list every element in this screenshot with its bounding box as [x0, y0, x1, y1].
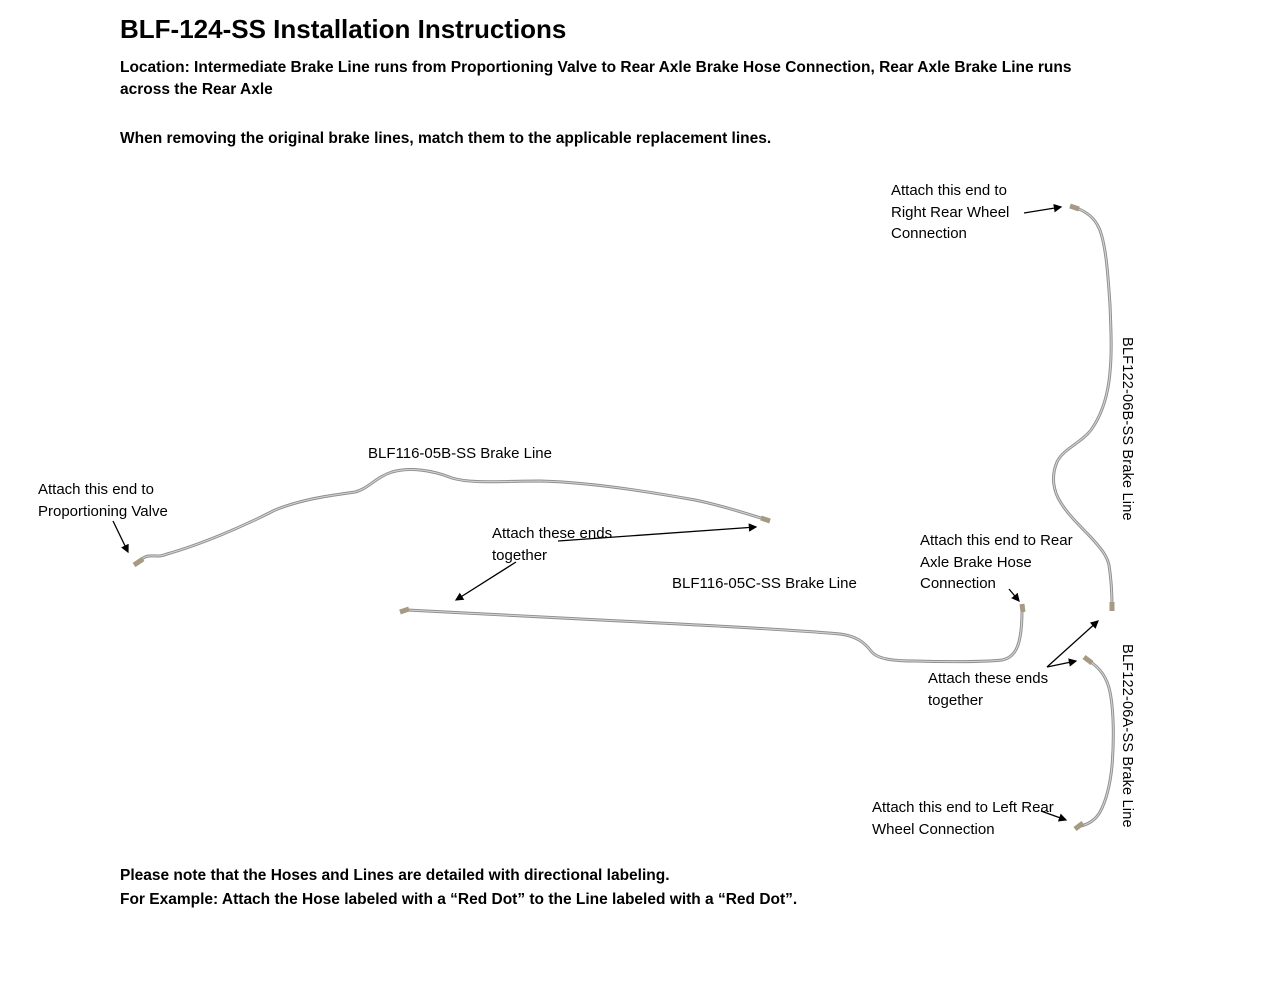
label-line-06b: BLF122-06B-SS Brake Line [1119, 337, 1135, 521]
label-attach-together-mid: Attach these ends together [492, 525, 613, 564]
arrow-prop-valve [112, 520, 129, 554]
arrow-left-rear [1040, 810, 1068, 822]
label-line-06a: BLF122-06A-SS Brake Line [1119, 644, 1135, 828]
label-attach-right-rear: Attach this end to Right Rear Wheel Conn… [891, 182, 1010, 242]
footer-note-directional: Please note that the Hoses and Lines are… [120, 867, 670, 884]
brake-line-05b [139, 468, 766, 562]
footer-notes: Please note that the Hoses and Lines are… [120, 864, 1080, 912]
label-attach-prop-valve: Attach this end to Proportioning Valve [38, 481, 168, 520]
label-line-05c: BLF116-05C-SS Brake Line [672, 575, 857, 592]
page-title: BLF-124-SS Installation Instructions [120, 14, 567, 44]
label-line-05b: BLF116-05B-SS Brake Line [368, 445, 552, 462]
removal-note: When removing the original brake lines, … [120, 130, 772, 147]
arrow-rear-axle-hose [1008, 588, 1020, 602]
label-attach-left-rear: Attach this end to Left Rear Wheel Conne… [872, 799, 1054, 838]
arrow-right-rear [1023, 203, 1063, 214]
label-attach-rear-axle-hose: Attach this end to Rear Axle Brake Hose … [920, 532, 1073, 592]
brake-line-06a [1079, 659, 1115, 828]
footer-note-example: For Example: Attach the Hose labeled wit… [120, 891, 798, 908]
brake-line-05c [405, 608, 1024, 664]
label-attach-together-right: Attach these ends together [928, 670, 1049, 709]
arrow-together-mid-a [557, 523, 758, 542]
line-end-fittings [132, 203, 1115, 831]
callout-arrows [112, 203, 1099, 822]
arrow-together-mid-b [454, 561, 517, 601]
arrow-together-right-a [1046, 620, 1099, 668]
location-description: Location: Intermediate Brake Line runs f… [120, 59, 1072, 98]
arrow-together-right-b [1046, 658, 1078, 668]
